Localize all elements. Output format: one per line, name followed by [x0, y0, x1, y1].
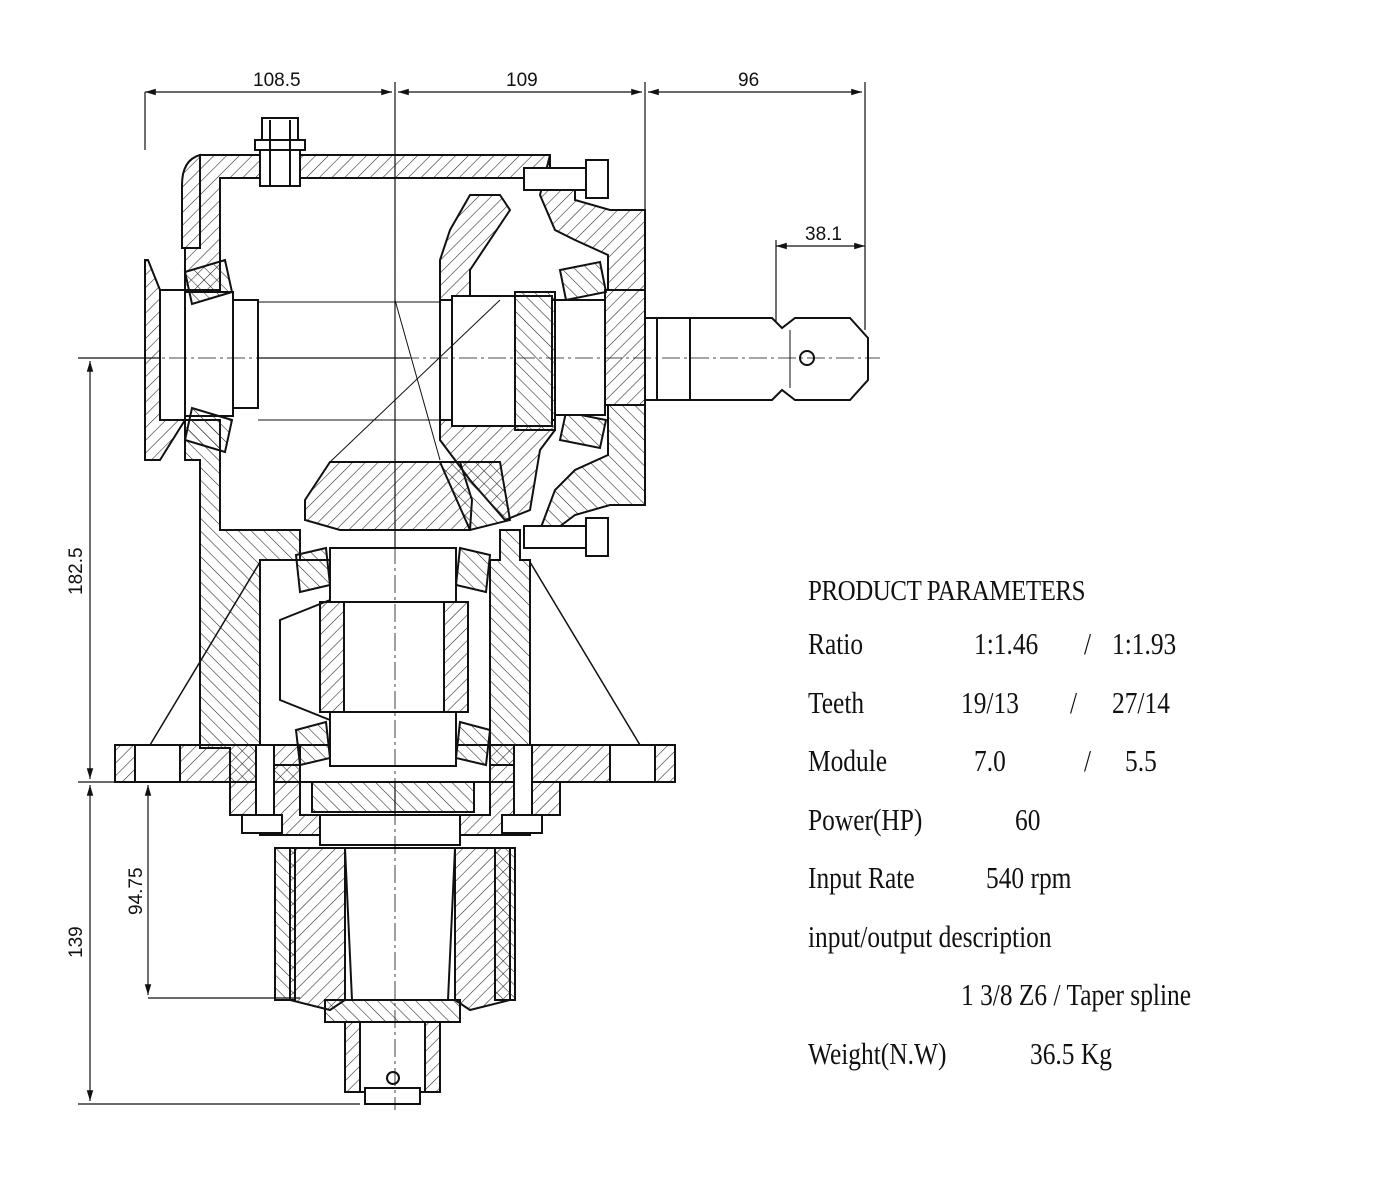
- input-rate-row: Input Rate 540 rpm: [808, 860, 1368, 919]
- teeth-row: Teeth 19/13 / 27/14: [808, 685, 1368, 744]
- dim-height-lower: 139: [66, 926, 87, 958]
- io-label: input/output description: [808, 918, 1052, 954]
- teeth-b: 27/14: [1112, 684, 1170, 720]
- ratio-row: Ratio 1:1.46 / 1:1.93: [808, 626, 1368, 685]
- teeth-sep: /: [1070, 684, 1078, 720]
- module-row: Module 7.0 / 5.5: [808, 743, 1368, 802]
- ratio-label: Ratio: [808, 626, 864, 661]
- left-bearings: [159, 258, 440, 454]
- module-b: 5.5: [1125, 743, 1157, 778]
- ratio-b: 1:1.93: [1112, 626, 1177, 661]
- io-value-row: 1 3/8 Z6 / Taper spline: [808, 977, 1368, 1036]
- teeth-a: 19/13: [961, 684, 1019, 720]
- module-sep: /: [1084, 743, 1092, 778]
- weight-value: 36.5 Kg: [1030, 1035, 1112, 1071]
- dim-shaft: 38.1: [805, 224, 842, 245]
- centre-lines: [140, 140, 880, 1110]
- parameters-title: PRODUCT PARAMETERS: [808, 575, 1086, 607]
- dim-height-flange: 94.75: [126, 867, 147, 915]
- dim-top-mid: 109: [506, 70, 538, 91]
- product-parameters: PRODUCT PARAMETERS Ratio 1:1.46 / 1:1.93…: [808, 568, 1368, 1094]
- input-rate-label: Input Rate: [808, 860, 915, 895]
- lower-hub: [274, 847, 516, 1105]
- module-label: Module: [808, 743, 888, 778]
- ratio-a: 1:1.46: [974, 626, 1039, 661]
- power-label: Power(HP): [808, 801, 923, 837]
- module-a: 7.0: [974, 743, 1006, 778]
- bolts: [241, 117, 609, 834]
- dim-top-left: 108.5: [253, 70, 301, 91]
- vertical-shaft: [294, 546, 492, 846]
- output-shaft: [554, 260, 869, 450]
- weight-label: Weight(N.W): [808, 1035, 947, 1071]
- power-value: 60: [1015, 801, 1041, 837]
- io-value: 1 3/8 Z6 / Taper spline: [961, 977, 1192, 1012]
- dim-top-right: 96: [738, 70, 759, 91]
- ratio-sep: /: [1084, 626, 1092, 661]
- power-row: Power(HP) 60: [808, 802, 1368, 861]
- teeth-label: Teeth: [808, 684, 865, 720]
- bevel-gears: [304, 194, 556, 532]
- io-label-row: input/output description: [808, 919, 1368, 978]
- dim-height-upper: 182.5: [66, 547, 87, 595]
- input-rate-value: 540 rpm: [986, 860, 1072, 895]
- weight-row: Weight(N.W) 36.5 Kg: [808, 1036, 1368, 1095]
